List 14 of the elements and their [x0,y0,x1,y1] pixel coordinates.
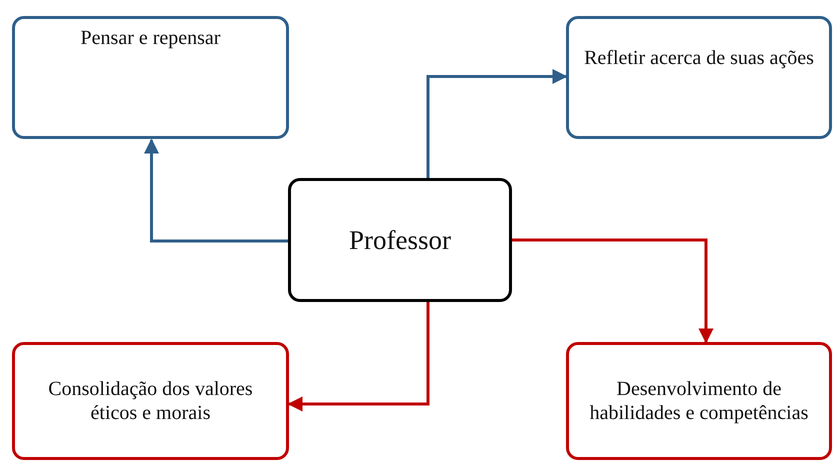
process-box [12,16,289,139]
process-box [566,342,832,460]
node-label: Pensar e repensar [80,26,220,50]
node-label: Professor [349,224,451,256]
node-label: Desenvolvimento de habilidades e competências [588,377,810,425]
process-box [566,16,832,139]
arrow [512,238,714,344]
node-label: Consolidação dos valores éticos e morais [47,377,254,425]
arrow [426,69,568,178]
arrow [144,138,288,242]
arrow [288,302,430,412]
central-box [288,178,512,302]
process-box [12,342,289,460]
node-label: Refletir acerca de suas ações [584,46,814,70]
